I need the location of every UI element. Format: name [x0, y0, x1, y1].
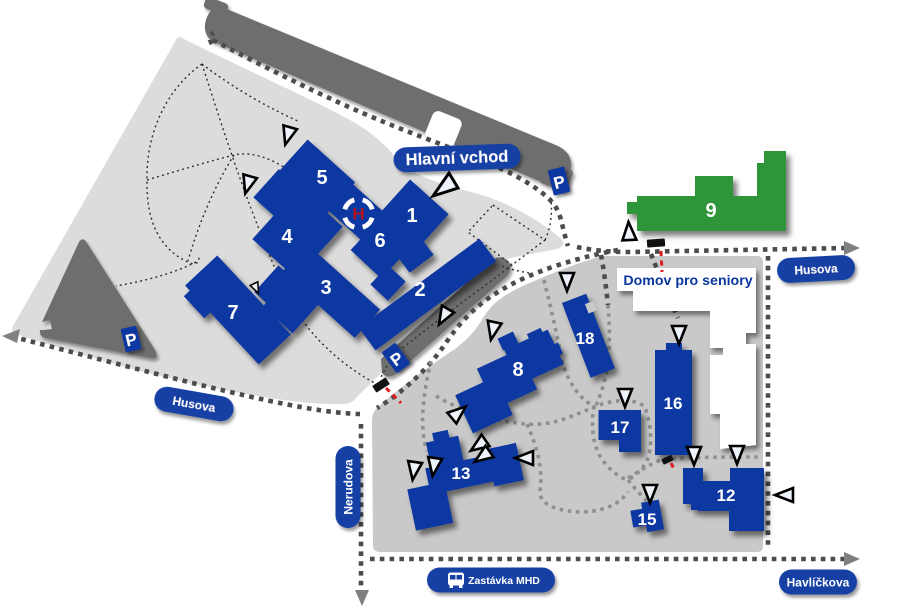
svg-text:Hlavní vchod: Hlavní vchod [405, 148, 508, 170]
svg-text:Husova: Husova [794, 261, 838, 277]
svg-text:6: 6 [374, 230, 385, 252]
svg-text:Nerudova: Nerudova [342, 459, 356, 515]
svg-text:16: 16 [664, 394, 683, 413]
svg-text:2: 2 [414, 279, 425, 301]
svg-text:7: 7 [227, 302, 238, 324]
svg-text:15: 15 [638, 510, 657, 529]
svg-text:P: P [552, 172, 568, 193]
svg-text:3: 3 [320, 277, 331, 299]
svg-text:H: H [352, 205, 364, 224]
svg-text:P: P [124, 329, 139, 350]
svg-text:18: 18 [576, 329, 595, 348]
svg-text:Domov pro seniory: Domov pro seniory [623, 273, 752, 289]
svg-text:13: 13 [452, 464, 471, 483]
svg-text:Havlíčkova: Havlíčkova [787, 576, 850, 590]
svg-text:1: 1 [406, 205, 417, 227]
svg-text:9: 9 [705, 200, 716, 222]
svg-text:5: 5 [316, 167, 327, 189]
svg-text:12: 12 [717, 486, 736, 505]
svg-text:17: 17 [611, 418, 630, 437]
svg-text:4: 4 [281, 226, 293, 248]
svg-text:Zastávka MHD: Zastávka MHD [468, 575, 540, 587]
svg-text:8: 8 [512, 359, 523, 381]
